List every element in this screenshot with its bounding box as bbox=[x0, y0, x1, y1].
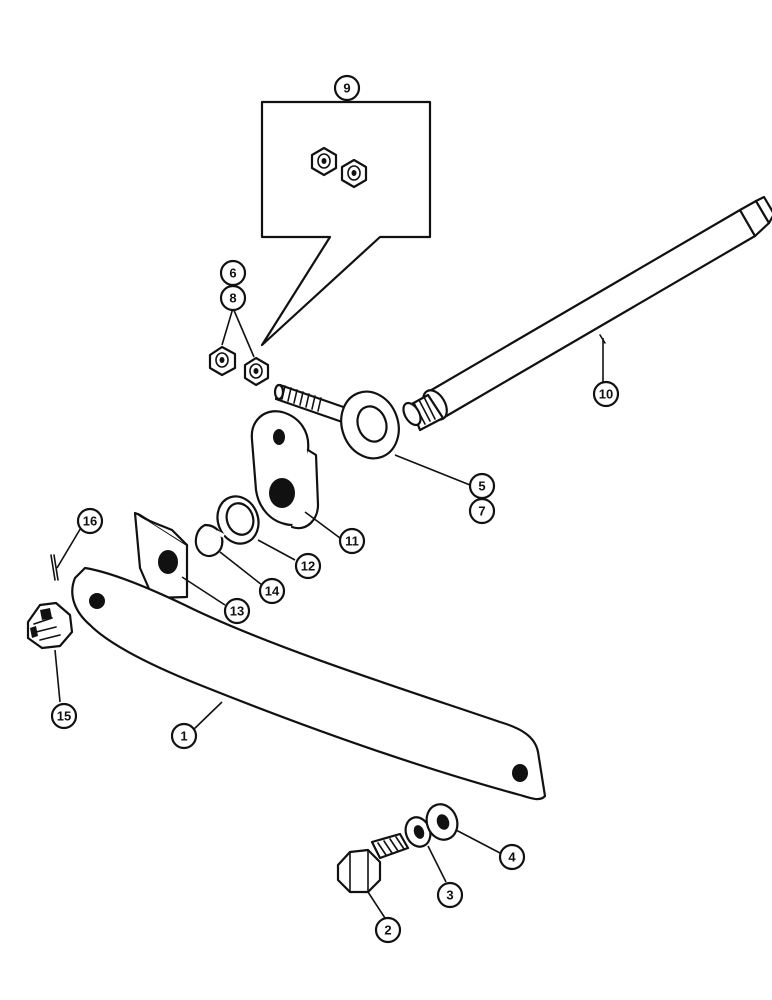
callout-12: 12 bbox=[294, 552, 322, 580]
callout-label-14: 14 bbox=[265, 584, 280, 599]
bracket bbox=[133, 511, 226, 606]
callout-label-7: 7 bbox=[478, 504, 485, 519]
callout-4: 4 bbox=[498, 843, 526, 871]
callout-label-5: 5 bbox=[478, 479, 485, 494]
detail-callout-box bbox=[260, 100, 432, 347]
detail-nut-left bbox=[310, 146, 338, 177]
hex-bolt bbox=[336, 832, 410, 919]
snap-ring bbox=[194, 523, 263, 586]
eye-bolt bbox=[273, 383, 471, 486]
link-plate bbox=[250, 410, 341, 539]
callout-9: 9 bbox=[333, 74, 361, 102]
callout-1: 1 bbox=[170, 722, 198, 750]
callout-label-9: 9 bbox=[343, 81, 350, 96]
flat-washer-4 bbox=[425, 803, 501, 854]
callout-label-15: 15 bbox=[57, 709, 71, 724]
hex-nut-right bbox=[243, 356, 270, 387]
callout-label-11: 11 bbox=[345, 534, 359, 549]
lock-washer bbox=[404, 816, 447, 883]
callout-2: 2 bbox=[374, 916, 402, 944]
callout-5: 5 bbox=[468, 472, 496, 500]
flat-washer-12 bbox=[216, 495, 296, 561]
shaft bbox=[402, 195, 772, 432]
callout-label-6: 6 bbox=[229, 266, 236, 281]
callout-label-12: 12 bbox=[301, 559, 315, 574]
callout-3: 3 bbox=[436, 881, 464, 909]
callout-label-3: 3 bbox=[446, 888, 453, 903]
callout-13: 13 bbox=[223, 597, 251, 625]
detail-nut-right bbox=[340, 158, 368, 189]
cotter-pin bbox=[50, 525, 83, 581]
callout-label-8: 8 bbox=[229, 291, 236, 306]
callout-label-1: 1 bbox=[180, 729, 187, 744]
castle-nut bbox=[26, 601, 74, 703]
callout-label-4: 4 bbox=[508, 850, 516, 865]
curved-bar bbox=[71, 566, 547, 801]
callout-7: 7 bbox=[468, 497, 496, 525]
callout-16: 16 bbox=[76, 507, 104, 535]
callout-label-16: 16 bbox=[83, 514, 97, 529]
hex-nut-left bbox=[208, 345, 237, 377]
callout-14: 14 bbox=[258, 577, 286, 605]
callout-8: 8 bbox=[219, 284, 247, 312]
callout-label-10: 10 bbox=[599, 387, 613, 402]
callout-label-2: 2 bbox=[384, 923, 391, 938]
callout-10: 10 bbox=[592, 380, 620, 408]
callout-15: 15 bbox=[50, 702, 78, 730]
callout-6: 6 bbox=[219, 259, 247, 287]
callout-label-13: 13 bbox=[230, 604, 244, 619]
callout-11: 11 bbox=[338, 527, 366, 555]
